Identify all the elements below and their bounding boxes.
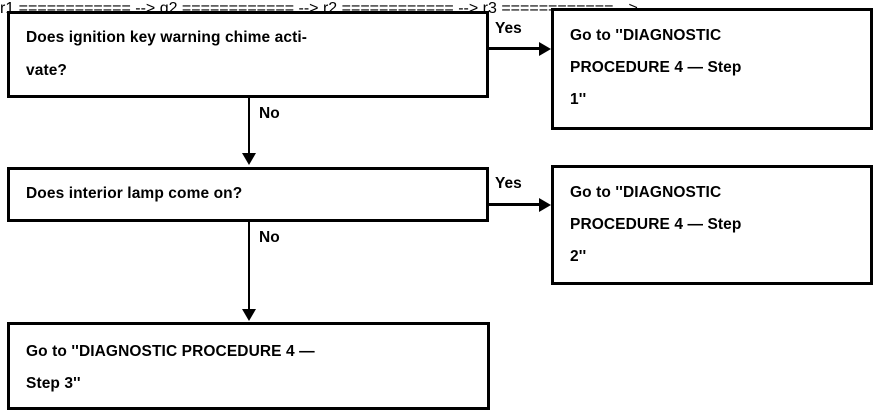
edge-line-ignition-chime-yes xyxy=(489,47,545,50)
result-node-procedure-4-step-2[interactable]: Go to ''DIAGNOSTIC PROCEDURE 4 — Step 2'… xyxy=(551,165,873,285)
result-node-procedure-4-step-1[interactable]: Go to ''DIAGNOSTIC PROCEDURE 4 — Step 1'… xyxy=(551,8,873,130)
edge-label-ignition-chime-yes: Yes xyxy=(495,20,522,37)
edge-line-interior-lamp-no xyxy=(248,222,250,311)
decision-node-ignition-chime[interactable]: Does ignition key warning chime acti- va… xyxy=(7,11,489,98)
edge-label-ignition-chime-no: No xyxy=(259,105,280,122)
decision-node-ignition-chime-label: Does ignition key warning chime acti- va… xyxy=(26,29,308,79)
edge-label-interior-lamp-yes: Yes xyxy=(495,175,522,192)
result-node-procedure-4-step-3-label: Go to ''DIAGNOSTIC PROCEDURE 4 — Step 3'… xyxy=(26,343,315,392)
arrow-head-interior-lamp-no xyxy=(242,309,256,321)
arrow-head-ignition-chime-yes xyxy=(539,41,551,56)
edge-label-interior-lamp-no: No xyxy=(259,229,280,246)
arrow-head-ignition-chime-no xyxy=(242,153,256,165)
result-node-procedure-4-step-2-label: Go to ''DIAGNOSTIC PROCEDURE 4 — Step 2'… xyxy=(570,184,742,265)
decision-node-interior-lamp[interactable]: Does interior lamp come on? xyxy=(7,167,489,222)
edge-line-ignition-chime-no xyxy=(248,98,250,155)
decision-node-interior-lamp-label: Does interior lamp come on? xyxy=(26,185,243,202)
result-node-procedure-4-step-3[interactable]: Go to ''DIAGNOSTIC PROCEDURE 4 — Step 3'… xyxy=(7,322,490,410)
arrow-head-interior-lamp-yes xyxy=(539,197,551,212)
result-node-procedure-4-step-1-label: Go to ''DIAGNOSTIC PROCEDURE 4 — Step 1'… xyxy=(570,27,742,108)
edge-line-interior-lamp-yes xyxy=(489,203,545,206)
